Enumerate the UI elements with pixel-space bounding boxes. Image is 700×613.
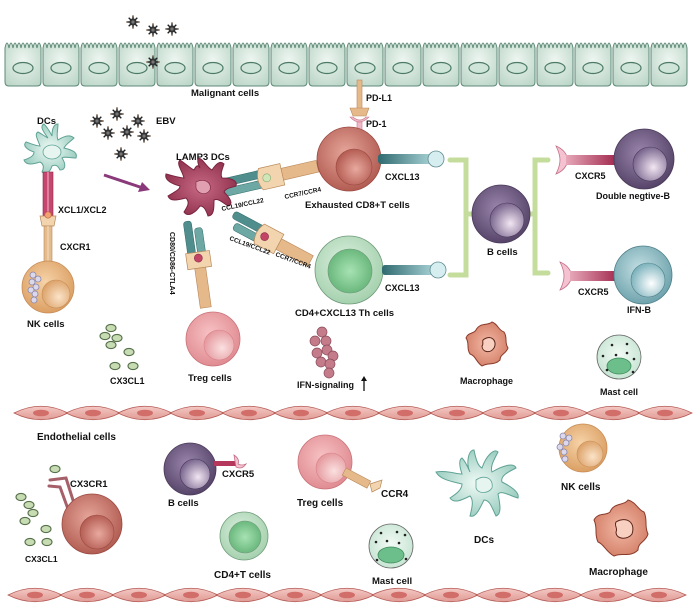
- mast-cell-top: [596, 334, 642, 380]
- ccr7-ccr4-label-top: CCR7/CCR4: [284, 186, 322, 201]
- mast-cell-bottom: [368, 523, 414, 569]
- cx3cr1-t-cell: [61, 493, 123, 555]
- malignant-cells-label: Malignant cells: [191, 88, 259, 99]
- cxcl13-label-mid: CXCL13: [385, 283, 420, 293]
- exhausted-cd8-t-cell: [316, 126, 382, 192]
- treg-cell-top: [185, 311, 241, 367]
- mast-cell-label-top: Mast cell: [600, 387, 638, 397]
- macrophage-top: [465, 321, 509, 367]
- xcl1-xcl2-cxcr1-interaction: [39, 171, 57, 267]
- cd4-cxcl13-th-cell: [314, 235, 384, 305]
- cxcl13-ligand-top: [378, 150, 445, 168]
- cx3cl1-label-top: CX3CL1: [110, 376, 145, 386]
- cd80-ctla4-interaction: [183, 220, 213, 309]
- ebv-virus-cluster: [89, 106, 152, 162]
- ifn-b-cell: [613, 245, 673, 305]
- endothelial-cells-label: Endothelial cells: [37, 432, 116, 443]
- malignant-epithelium: [4, 42, 688, 87]
- dendritic-cell-bottom: [435, 449, 519, 517]
- treg-cells-label-top: Treg cells: [188, 373, 232, 384]
- cx3cl1-chemokines-top: [99, 323, 139, 371]
- nk-cell-bottom: [556, 423, 608, 473]
- dcs-label-top: DCs: [37, 116, 56, 127]
- b-cells-label-mid: B cells: [487, 247, 518, 258]
- exhausted-cd8-label: Exhausted CD8+T cells: [305, 200, 410, 211]
- macrophage-label-top: Macrophage: [460, 376, 513, 386]
- cxcr5-label-mid: CXCR5: [578, 287, 609, 297]
- cxcl13-ligand-mid: [382, 261, 447, 279]
- up-arrow-icon: [361, 376, 367, 391]
- cxcr5-receptor-top: [555, 145, 616, 175]
- endothelium-bottom: [7, 587, 687, 603]
- pd-l1-label: PD-L1: [366, 93, 392, 103]
- cx3cr1-label: CX3CR1: [70, 479, 108, 490]
- ifn-signaling-label: IFN-signaling: [297, 380, 354, 390]
- mast-cell-label-bottom: Mast cell: [372, 576, 412, 587]
- cx3cl1-chemokines-bottom: [15, 464, 61, 547]
- cxcl13-label-top: CXCL13: [385, 172, 420, 182]
- lamp3-dcs-label: LAMP3 DCs: [176, 152, 230, 163]
- lamp3-dendritic-cell: [165, 157, 237, 217]
- dcs-label-bottom: DCs: [474, 535, 494, 546]
- cd4-cxcl13-th-label: CD4+CXCL13 Th cells: [295, 308, 394, 319]
- cd4-t-cell: [219, 511, 269, 561]
- pd-1-label: PD-1: [366, 119, 387, 129]
- cd4-t-cells-label: CD4+T cells: [214, 570, 271, 581]
- double-negative-b-cell: [613, 128, 675, 190]
- ebv-label: EBV: [156, 116, 176, 127]
- cxcr5-receptor-mid: [559, 261, 618, 291]
- nk-cell-top: [21, 260, 75, 314]
- endothelium-top: [13, 405, 693, 421]
- treg-cells-label-bottom: Treg cells: [297, 498, 344, 509]
- macrophage-bottom: [593, 499, 649, 557]
- xcl1-xcl2-label: XCL1/XCL2: [58, 205, 107, 215]
- cx3cl1-label-bottom: CX3CL1: [25, 554, 58, 564]
- b-cells-label-bottom: B cells: [168, 498, 199, 509]
- ccl19-ccr7-interaction-cd4: [232, 211, 314, 267]
- nk-cells-label-bottom: NK cells: [561, 482, 601, 493]
- treg-cell-bottom: [297, 434, 383, 493]
- ifn-b-label: IFN-B: [627, 305, 651, 315]
- maturation-arrow: [103, 173, 150, 192]
- cxcr1-label: CXCR1: [60, 242, 91, 252]
- dendritic-cell-top: [23, 123, 77, 175]
- cxcr5-label-bottom: CXCR5: [222, 469, 255, 480]
- ccl19-ccr7-interaction-cd8: [220, 159, 320, 197]
- ccr4-label: CCR4: [381, 489, 409, 500]
- cxcr5-label-top: CXCR5: [575, 171, 606, 181]
- cd80-cd86-ctla4-label: CD80/CD86-CTLA4: [168, 232, 175, 295]
- b-cell-bottom: [163, 442, 248, 496]
- macrophage-label-bottom: Macrophage: [589, 567, 648, 578]
- nk-cells-label-top: NK cells: [27, 319, 65, 330]
- ifn-signaling-molecules: [309, 326, 339, 379]
- b-cell-mid: [471, 184, 531, 244]
- double-negative-b-label: Double negtive-B: [596, 191, 671, 201]
